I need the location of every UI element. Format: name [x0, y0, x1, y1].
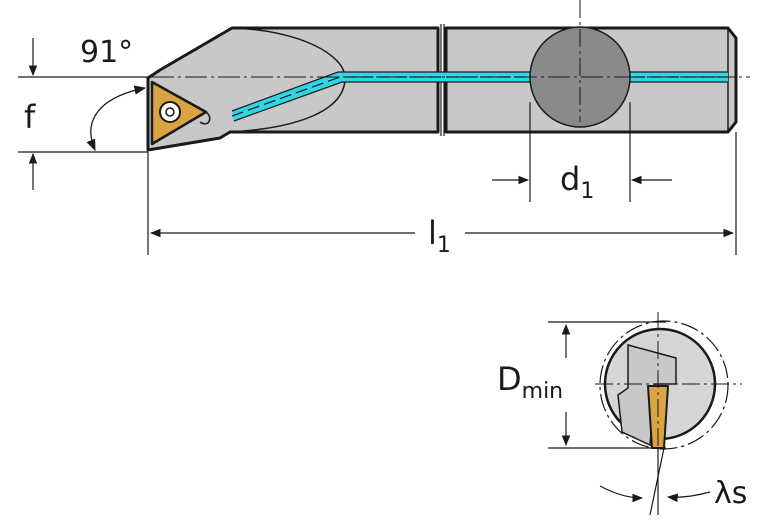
dimension-dmin — [548, 321, 666, 449]
d1-label: d1 — [560, 160, 594, 204]
dimensions-side — [18, 38, 737, 255]
f-label: f — [24, 98, 36, 136]
end-view — [595, 312, 742, 516]
side-view — [20, 0, 750, 152]
l1-label: l1 — [428, 214, 451, 258]
angle-label: 91° — [80, 35, 133, 70]
lambda-s-label: λs — [714, 476, 747, 511]
dmin-label: Dmin — [497, 360, 563, 404]
